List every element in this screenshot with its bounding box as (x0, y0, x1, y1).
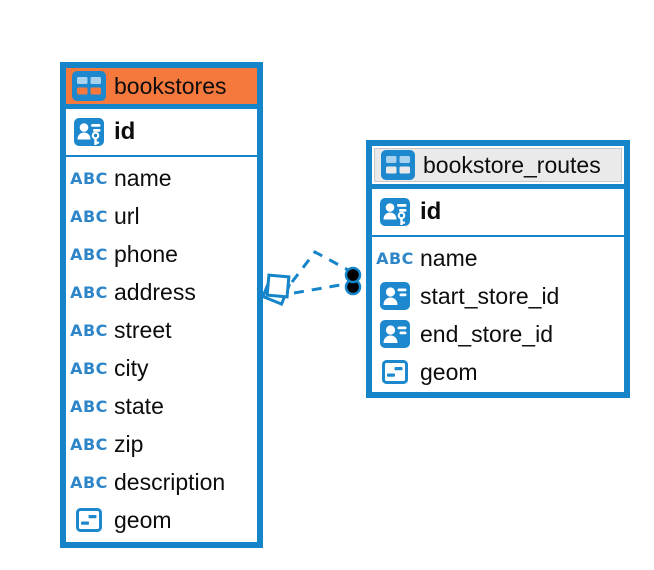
column-name: city (114, 354, 149, 381)
table-icon (72, 71, 106, 101)
column-bookstores-city[interactable]: ABC city (66, 349, 257, 387)
column-bookstores-id[interactable]: id (66, 109, 257, 157)
relationship-line-lower[interactable] (293, 282, 347, 295)
many-end-square-markers (261, 273, 291, 306)
column-bookstores-geom[interactable]: geom (66, 501, 257, 539)
primary-key-icon (72, 118, 106, 146)
foreign-key-icon (378, 320, 412, 348)
text-type-icon: ABC (70, 434, 108, 454)
geometry-type-icon (378, 360, 412, 384)
column-bookstores-url[interactable]: ABC url (66, 197, 257, 235)
text-type-icon: ABC (70, 206, 108, 226)
table-title: bookstores (114, 72, 227, 99)
column-routes-name[interactable]: ABC name (372, 239, 624, 277)
text-type-icon: ABC (376, 248, 414, 268)
table-routes-header-wrap: bookstore_routes (372, 146, 624, 189)
table-icon (381, 150, 415, 180)
column-routes-end-store-id[interactable]: end_store_id (372, 315, 624, 353)
column-name: address (114, 278, 196, 305)
geometry-type-icon (72, 508, 106, 532)
table-bookstores-header[interactable]: bookstores (66, 68, 257, 104)
column-bookstores-description[interactable]: ABC description (66, 463, 257, 501)
column-routes-id[interactable]: id (372, 189, 624, 237)
column-name: street (114, 316, 172, 343)
relationship-connector[interactable] (250, 235, 380, 335)
column-name: url (114, 202, 140, 229)
column-bookstores-phone[interactable]: ABC phone (66, 235, 257, 273)
column-routes-start-store-id[interactable]: start_store_id (372, 277, 624, 315)
column-routes-geom[interactable]: geom (372, 353, 624, 391)
primary-key-icon (378, 198, 412, 226)
one-end-dot-markers (344, 266, 362, 296)
column-bookstores-street[interactable]: ABC street (66, 311, 257, 349)
column-name: name (114, 164, 172, 191)
column-bookstores-zip[interactable]: ABC zip (66, 425, 257, 463)
column-name: name (420, 244, 478, 271)
column-bookstores-address[interactable]: ABC address (66, 273, 257, 311)
text-type-icon: ABC (70, 472, 108, 492)
column-bookstores-name[interactable]: ABC name (66, 159, 257, 197)
column-name: id (114, 118, 136, 145)
column-name: start_store_id (420, 282, 560, 309)
column-name: geom (420, 358, 478, 385)
foreign-key-icon (378, 282, 412, 310)
table-bookstores[interactable]: bookstores id ABC (60, 62, 263, 548)
column-name: id (420, 198, 442, 225)
column-name: state (114, 392, 164, 419)
table-bookstores-header-wrap: bookstores (66, 68, 257, 109)
text-type-icon: ABC (70, 320, 108, 340)
column-name: phone (114, 240, 178, 267)
column-name: geom (114, 506, 172, 533)
column-name: description (114, 468, 226, 495)
column-bookstores-state[interactable]: ABC state (66, 387, 257, 425)
text-type-icon: ABC (70, 396, 108, 416)
table-title: bookstore_routes (423, 151, 601, 178)
table-routes-columns: ABC name start_store_id (372, 237, 624, 391)
column-name: end_store_id (420, 320, 553, 347)
table-routes-header[interactable]: bookstore_routes (374, 148, 622, 182)
text-type-icon: ABC (70, 282, 108, 302)
table-bookstore-routes[interactable]: bookstore_routes id (366, 140, 630, 398)
relationship-line-upper[interactable] (290, 250, 351, 283)
text-type-icon: ABC (70, 168, 108, 188)
column-name: zip (114, 430, 144, 457)
text-type-icon: ABC (70, 244, 108, 264)
table-bookstores-columns: ABC name ABC url ABC phone ABC address A… (66, 157, 257, 539)
text-type-icon: ABC (70, 358, 108, 378)
